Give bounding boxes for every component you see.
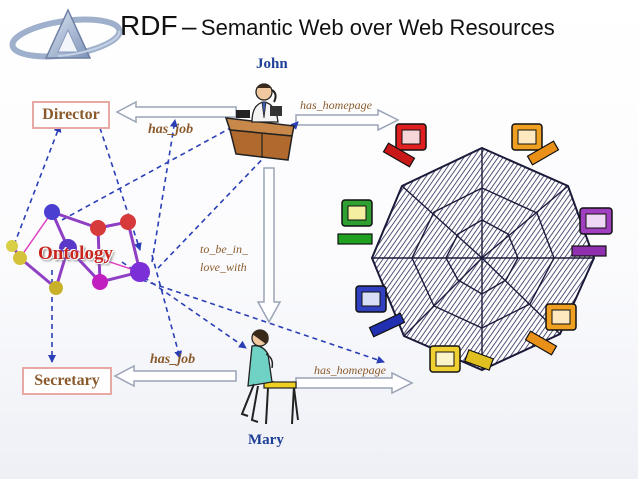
logo-icon <box>9 8 123 60</box>
computer-orange-icon <box>511 123 560 166</box>
title-dash: – <box>182 11 197 41</box>
web-network-computers-icon <box>337 123 613 373</box>
arrow-john-homepage <box>295 108 400 132</box>
woman-chair-icon <box>240 329 299 425</box>
dashed-link-to-be-in-love <box>157 121 299 269</box>
mary-label: Mary <box>248 432 284 448</box>
dashed-link-ontology-director <box>13 124 62 246</box>
john-has-homepage-label: has_homepage <box>300 98 372 112</box>
businessman-phone-icon <box>224 83 295 161</box>
molecule-ontology-icon <box>6 204 150 295</box>
john-label: John <box>256 56 288 72</box>
arrow-mary-secretary <box>113 364 237 388</box>
computer-orange-bottom-icon <box>524 303 577 356</box>
computer-blue-icon <box>355 285 406 338</box>
director-node: Director <box>32 101 110 129</box>
computer-red-icon <box>382 123 427 168</box>
title-subtitle: Semantic Web over Web Resources <box>200 15 555 40</box>
dashed-link-has-job-up <box>151 119 178 263</box>
arrow-john-director <box>115 100 237 124</box>
dashed-link-to-mary <box>121 261 247 349</box>
computer-green-icon <box>337 199 373 245</box>
computer-purple-icon <box>571 207 613 257</box>
ontology-label: Ontology <box>38 243 113 264</box>
computer-yellow-icon <box>429 345 495 373</box>
mary-has-homepage-label: has_homepage <box>314 363 386 377</box>
john-has-job-label: has_job <box>148 122 194 137</box>
title-main: RDF <box>120 10 178 41</box>
dashed-link-to-mary-homepage <box>141 279 385 364</box>
dashed-link-ontology-john <box>61 124 237 221</box>
slide-title: RDF – Semantic Web over Web Resources <box>120 10 555 42</box>
love-with-label: love_with <box>200 260 247 274</box>
to-be-in-label: to_be_in_ <box>200 242 248 256</box>
mary-has-job-label: has_job <box>150 352 196 367</box>
arrow-mary-homepage <box>295 371 414 395</box>
arrow-john-mary <box>256 167 282 324</box>
secretary-node: Secretary <box>22 367 112 395</box>
